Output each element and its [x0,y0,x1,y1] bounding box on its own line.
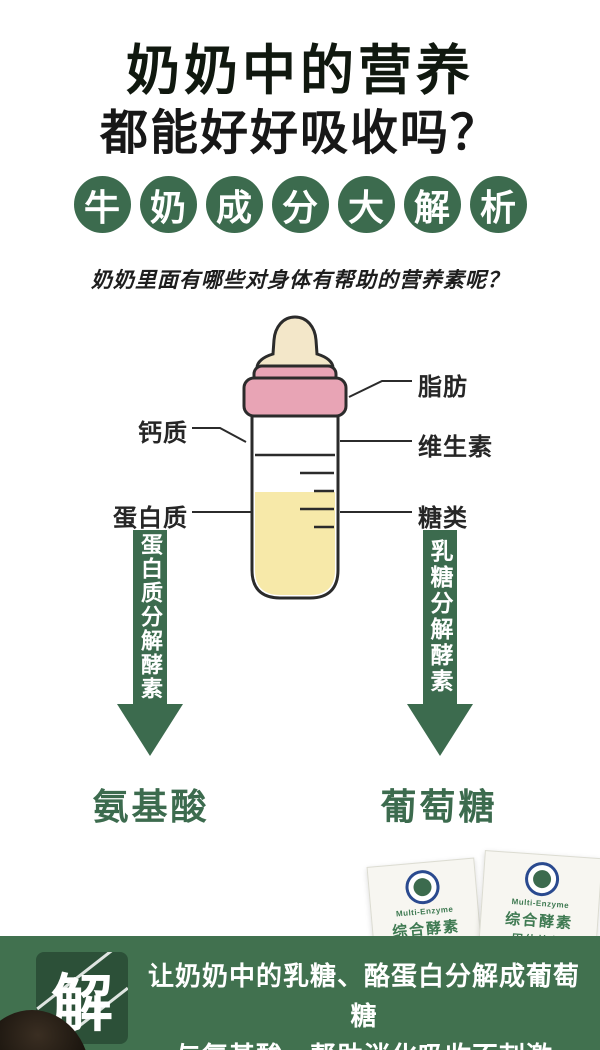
jie-stamp-icon: 解 [36,952,128,1044]
arrow-right-label: 乳糖分解酵素 [427,539,453,695]
brand-logo-icon [404,868,441,906]
label-sugar: 糖类 [418,505,468,532]
badge-char-4: 分 [271,176,329,233]
bottle-milk [255,492,335,595]
arrow-left-shaft [133,530,167,704]
badge-char-7: 析 [469,176,527,233]
page-title-line1: 奶奶中的营养 [126,41,474,101]
bottle-nipple [255,315,335,370]
label-protein: 蛋白质 [113,505,188,532]
badge-row: 牛 奶 成 分 大 解 析 [0,176,600,233]
label-vitamin: 维生素 [418,434,493,461]
badge-char-1: 牛 [73,176,131,233]
badge-char-3: 成 [205,176,263,233]
badge-char-2: 奶 [139,176,197,233]
brand-logo-icon [523,860,561,898]
bottle-collar [242,376,348,418]
arrow-left-head-icon [117,704,183,756]
badge-char-5: 大 [337,176,395,233]
banner-line-1: 让奶奶中的乳糖、酪蛋白分解成葡萄糖 [147,961,580,1031]
result-glucose: 葡萄糖 [380,786,498,827]
result-amino-acid: 氨基酸 [92,786,210,827]
arrow-right-head-icon [407,704,473,756]
milk-bottle-illustration [242,315,348,600]
subtitle: 奶奶里面有哪些对身体有帮助的营养素呢？ [91,269,509,292]
banner-line-2: 与氨基酸，帮助消化吸收不刺激 [138,1036,590,1050]
label-calcium: 钙质 [138,420,188,447]
label-fat: 脂肪 [418,374,468,401]
badge-char-6: 解 [403,176,461,233]
bottom-banner: 解 让奶奶中的乳糖、酪蛋白分解成葡萄糖 与氨基酸，帮助消化吸收不刺激 [0,936,600,1050]
page-title-line2: 都能好好吸收吗？ [99,107,500,160]
arrow-right-shaft [423,530,457,704]
banner-text: 让奶奶中的乳糖、酪蛋白分解成葡萄糖 与氨基酸，帮助消化吸收不刺激 [138,956,590,1050]
arrow-left-label: 蛋白质分解酵素 [138,533,163,701]
